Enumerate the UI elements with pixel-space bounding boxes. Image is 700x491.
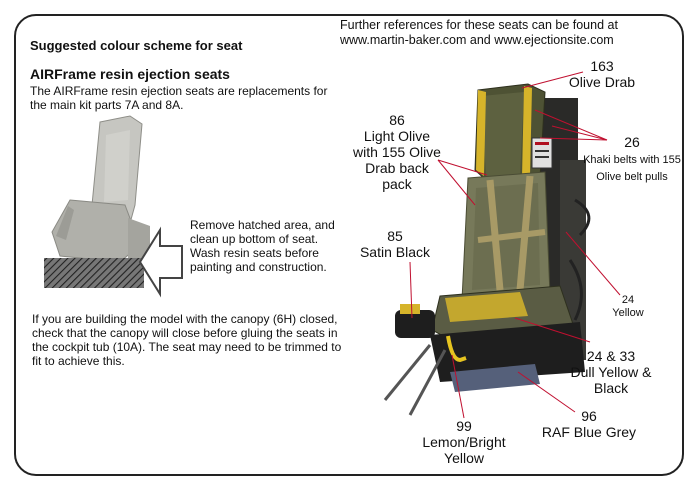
callout-24: 24 Yellow	[600, 294, 656, 320]
callout-number: 26	[624, 134, 640, 150]
ejection-seat-image	[383, 83, 591, 416]
leader-lines	[409, 71, 621, 419]
callout-colour-name: Satin Black	[359, 244, 431, 260]
page-heading: Suggested colour scheme for seat	[30, 38, 243, 53]
canopy-note: If you are building the model with the c…	[32, 312, 342, 368]
callout-colour-name: Light Olive with 155 Olive Drab back pac…	[353, 128, 441, 192]
intro-text: The AIRFrame resin ejection seats are re…	[30, 84, 328, 112]
references-note: Further references for these seats can b…	[340, 18, 618, 48]
callout-number: 96	[581, 408, 597, 424]
instruction-text: Remove hatched area, and clean up bottom…	[190, 218, 335, 274]
arrow-left-icon	[138, 226, 183, 298]
section-subheading: AIRFrame resin ejection seats	[30, 66, 230, 82]
callout-number: 163	[590, 58, 614, 74]
callout-number: 24	[621, 294, 635, 306]
callout-99: 99 Lemon/Bright Yellow	[414, 418, 514, 466]
resin-seat-image	[44, 115, 150, 288]
callout-number: 24 & 33	[586, 348, 636, 364]
callout-96: 96 RAF Blue Grey	[530, 408, 648, 440]
callout-colour-name: Lemon/Bright Yellow	[422, 434, 506, 466]
callout-colour-name: Yellow	[612, 307, 644, 319]
callout-85: 85 Satin Black	[350, 228, 440, 260]
callout-163: 163 Olive Drab	[552, 58, 652, 90]
callout-26: 26 Khaki belts with 155 Olive belt pulls	[582, 134, 682, 184]
callout-number: 99	[456, 418, 472, 434]
callout-24-33: 24 & 33 Dull Yellow & Black	[555, 348, 667, 396]
callout-colour-name: Khaki belts with 155 Olive belt pulls	[583, 154, 681, 183]
references-line-1: Further references for these seats can b…	[340, 18, 618, 32]
hatched-area	[44, 258, 144, 288]
callout-86: 86 Light Olive with 155 Olive Drab back …	[352, 112, 442, 192]
callout-colour-name: Dull Yellow & Black	[570, 364, 652, 396]
references-line-2: www.martin-baker.com and www.ejectionsit…	[340, 33, 614, 47]
callout-colour-name: Olive Drab	[568, 74, 636, 90]
callout-number: 85	[387, 228, 403, 244]
callout-colour-name: RAF Blue Grey	[541, 424, 637, 440]
callout-number: 86	[389, 112, 405, 128]
